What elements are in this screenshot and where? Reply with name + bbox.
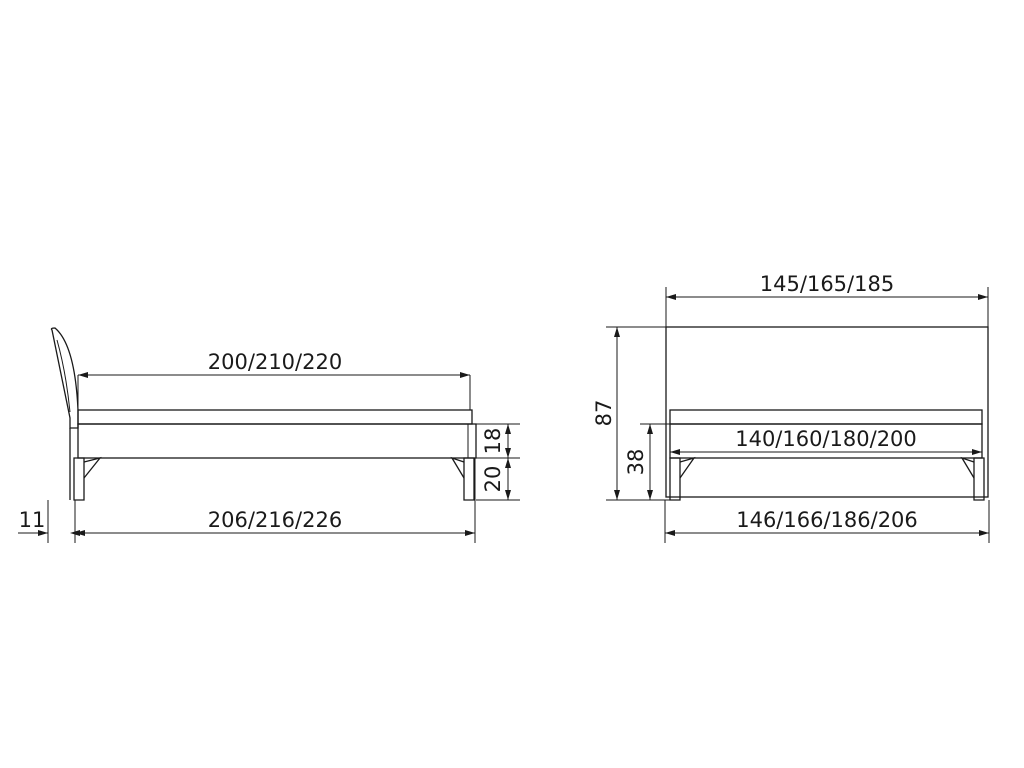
frame-height-label: 18 [481,428,505,455]
mattress-side [77,409,473,425]
dim-inner-length: 200/210/220 [77,350,471,410]
frame-side [77,423,477,459]
mattress-front [669,409,983,425]
dim-mattress-width: 140/160/180/200 [670,427,982,455]
dim-vertical-side: 18 20 [476,423,520,501]
total-height-label: 87 [592,400,616,427]
dim-frame-top-height: 38 [624,423,670,500]
inner-length-label: 200/210/220 [208,350,342,374]
dim-headboard-offset: 11 [18,500,80,543]
headboard-front [665,326,989,498]
headboard-side [50,327,79,500]
leg-left-front [669,456,696,501]
side-view: 200/210/220 206/216/226 11 [18,327,520,543]
dim-headboard-width: 145/165/185 [665,272,989,327]
front-view: 145/165/185 140/160/180/200 146/166/186/… [592,272,990,543]
frame-top-height-label: 38 [624,449,648,476]
total-length-label: 206/216/226 [208,508,342,532]
leg-head-side [73,456,102,501]
leg-height-label: 20 [481,466,505,493]
dim-total-width: 146/166/186/206 [664,500,990,543]
leg-right-front [960,456,985,501]
total-width-label: 146/166/186/206 [736,508,918,532]
headboard-offset-label: 11 [19,508,46,532]
frame-front [669,423,983,459]
headboard-width-label: 145/165/185 [760,272,894,296]
mattress-width-label: 140/160/180/200 [735,427,917,451]
dim-total-length: 206/216/226 [74,458,476,543]
leg-foot-side [450,456,475,501]
dim-total-height: 87 [592,326,670,501]
